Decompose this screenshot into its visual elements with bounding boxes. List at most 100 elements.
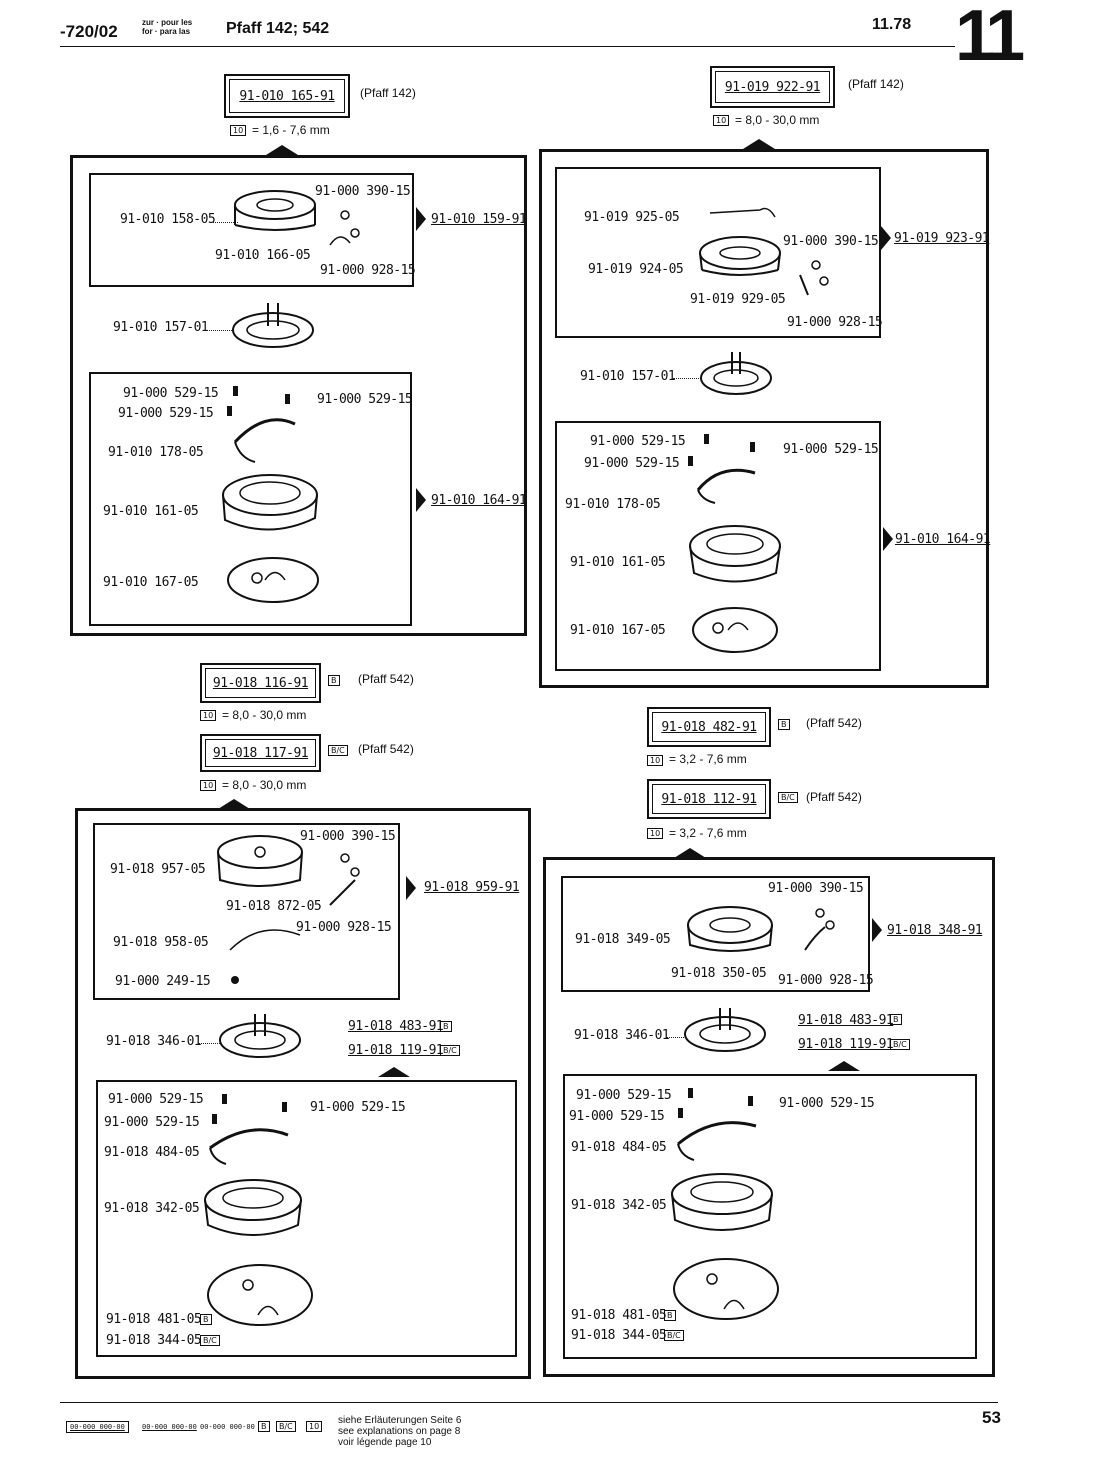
part-label: 91-018 481-05 (106, 1312, 202, 1327)
ref-number: 91-010 165-91 (229, 79, 345, 113)
part-label: 91-010 167-05 (103, 575, 199, 590)
ref-number: 91-018 116-91 (205, 668, 316, 698)
tag-10: 10 (200, 780, 217, 791)
bobbin-case-base-drawing (700, 352, 772, 395)
part-label: 91-000 529-15 (569, 1109, 665, 1124)
legend-tag-10: 10 (306, 1421, 323, 1432)
leader-line (198, 1043, 220, 1044)
tag-bc: B/C (440, 1045, 460, 1056)
part-label: 91-010 166-05 (215, 248, 311, 263)
tag-10: 10 (647, 755, 664, 766)
tag-bc: B/C (664, 1330, 684, 1341)
pointer-triangle (218, 799, 250, 809)
part-label: 91-018 346-01 (106, 1034, 202, 1049)
part-number: 91-018 483-91 (798, 1013, 894, 1028)
arrow-right-icon (881, 226, 891, 250)
part-label: 91-000 529-15 (584, 456, 680, 471)
part-label: 91-000 529-15 (779, 1096, 875, 1111)
legend-plain-number: 00-000 000-00 (200, 1423, 255, 1431)
leader-line (673, 378, 701, 379)
arrow-right-icon (872, 918, 882, 942)
subassembly-box (93, 823, 400, 1000)
subassembly-box (561, 876, 870, 992)
part-label: 91-000 390-15 (315, 184, 411, 199)
rotary-hook-drawing (222, 386, 319, 603)
tag-b: B (778, 719, 790, 730)
part-label: 91-018 481-05 (571, 1308, 667, 1323)
range: = 8,0 - 30,0 mm (222, 778, 307, 792)
subassembly-number: 91-018 959-91 (424, 880, 520, 895)
part-label: 91-018 349-05 (575, 932, 671, 947)
pointer-triangle (378, 1067, 410, 1077)
subassembly-box (96, 1080, 517, 1357)
tag-b: B (200, 1314, 212, 1325)
legend-text: siehe Erläuterungen Seite 6 see explanat… (338, 1415, 461, 1448)
part-label: 91-018 342-05 (571, 1198, 667, 1213)
part-label: 91-000 928-15 (320, 263, 416, 278)
tag-bc: B/C (328, 745, 348, 756)
tag-10: 10 (230, 125, 247, 136)
bobbin-case-drawing (699, 207, 829, 296)
tag-b: B (664, 1310, 676, 1321)
part-label: 91-018 872-05 (226, 899, 322, 914)
part-label: 91-000 529-15 (590, 434, 686, 449)
assembly-frame (75, 808, 531, 1379)
tag-10: 10 (200, 710, 217, 721)
legend-line-de: siehe Erläuterungen Seite 6 (338, 1415, 462, 1426)
ref-box: 91-018 116-91 (200, 663, 321, 703)
legend-line-en: see explanations on page 8 (338, 1426, 461, 1437)
part-label: 91-010 157-01 (580, 369, 676, 384)
bobbin-case-drawing (234, 190, 360, 246)
range: = 3,2 - 7,6 mm (669, 826, 747, 840)
part-number: 91-018 119-91 (348, 1043, 444, 1058)
arrow-right-icon (416, 207, 426, 231)
part-label: 91-000 529-15 (104, 1115, 200, 1130)
model-note: (Pfaff 542) (358, 742, 414, 756)
arrow-right-icon (883, 527, 893, 551)
header-rule (60, 46, 955, 47)
subassembly-box (89, 173, 414, 287)
subassembly-number: 91-018 348-91 (887, 923, 983, 938)
zur-label: zur · pour les for · para las (142, 18, 192, 36)
part-label: 91-000 390-15 (768, 881, 864, 896)
arrow-right-icon (416, 488, 426, 512)
ref-box: 91-018 112-91 (647, 779, 771, 819)
pointer-triangle (828, 1061, 860, 1071)
subassembly-box (555, 167, 881, 338)
part-label: 91-000 529-15 (576, 1088, 672, 1103)
chapter-number: 11 (955, 0, 1025, 76)
model-note: (Pfaff 542) (806, 790, 862, 804)
part-label: 91-010 167-05 (570, 623, 666, 638)
assembly-frame (70, 155, 527, 636)
part-label: 91-000 529-15 (783, 442, 879, 457)
part-label: 91-018 346-01 (574, 1028, 670, 1043)
legend-underlined-number: 00-000 000-00 (142, 1423, 197, 1431)
part-label: 91-000 249-15 (115, 974, 211, 989)
tag-bc: B/C (200, 1335, 220, 1346)
footer-rule (60, 1402, 998, 1403)
part-label: 91-018 957-05 (110, 862, 206, 877)
part-label: 91-000 529-15 (317, 392, 413, 407)
part-label: 91-000 390-15 (783, 234, 879, 249)
part-label: 91-010 161-05 (570, 555, 666, 570)
pointer-triangle (266, 145, 298, 155)
part-label: 91-000 529-15 (118, 406, 214, 421)
legend-tag-bc: B/C (276, 1421, 296, 1432)
tag-b: B (890, 1014, 902, 1025)
range: = 3,2 - 7,6 mm (669, 752, 747, 766)
tag-bc: B/C (778, 792, 798, 803)
part-label: 91-018 350-05 (671, 966, 767, 981)
arrow-right-icon (406, 876, 416, 900)
range: = 1,6 - 7,6 mm (252, 123, 330, 137)
part-label: 91-010 157-01 (113, 320, 209, 335)
leader-line (206, 330, 234, 331)
part-label: 91-010 178-05 (565, 497, 661, 512)
doc-code: -720/02 (60, 22, 118, 41)
zur-line1: zur · pour les (142, 18, 193, 27)
assembly-frame (539, 149, 989, 688)
part-label: 91-000 529-15 (123, 386, 219, 401)
subassembly-number: 91-010 164-91 (895, 532, 991, 547)
subassembly-box (555, 421, 881, 671)
subassembly-number: 91-010 164-91 (431, 493, 527, 508)
ref-box: 91-018 117-91 (200, 734, 321, 772)
